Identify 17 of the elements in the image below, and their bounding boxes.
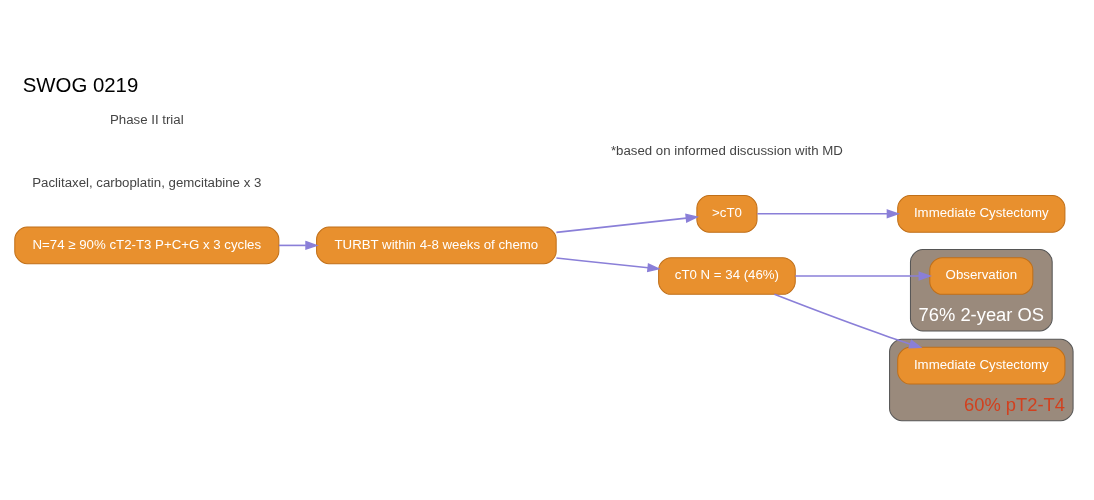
arrow bbox=[555, 256, 661, 272]
node-box: N=74 ≥ 90% cT2-T3 P+C+G x 3 cycles bbox=[13, 226, 279, 264]
arrow bbox=[277, 240, 319, 250]
node-box: TURBT within 4-8 weeks of chemo bbox=[315, 226, 557, 264]
label: Phase II trial bbox=[109, 111, 184, 127]
node-box: Observation bbox=[928, 256, 1033, 295]
label: Paclitaxel, carboplatin, gemcitabine x 3 bbox=[31, 174, 261, 190]
node-box: cT0 N = 34 (46%) bbox=[657, 256, 796, 295]
node-box: >cT0 bbox=[695, 194, 758, 233]
arrow bbox=[756, 208, 900, 218]
diagram-title: SWOG 0219 bbox=[22, 73, 138, 96]
label: *based on informed discussion with MD bbox=[610, 142, 843, 158]
arrow bbox=[555, 213, 699, 233]
node-box: Immediate Cystectomy bbox=[896, 346, 1065, 385]
arrow bbox=[793, 270, 932, 281]
arrow bbox=[773, 293, 922, 348]
node-box: Immediate Cystectomy bbox=[896, 194, 1065, 233]
